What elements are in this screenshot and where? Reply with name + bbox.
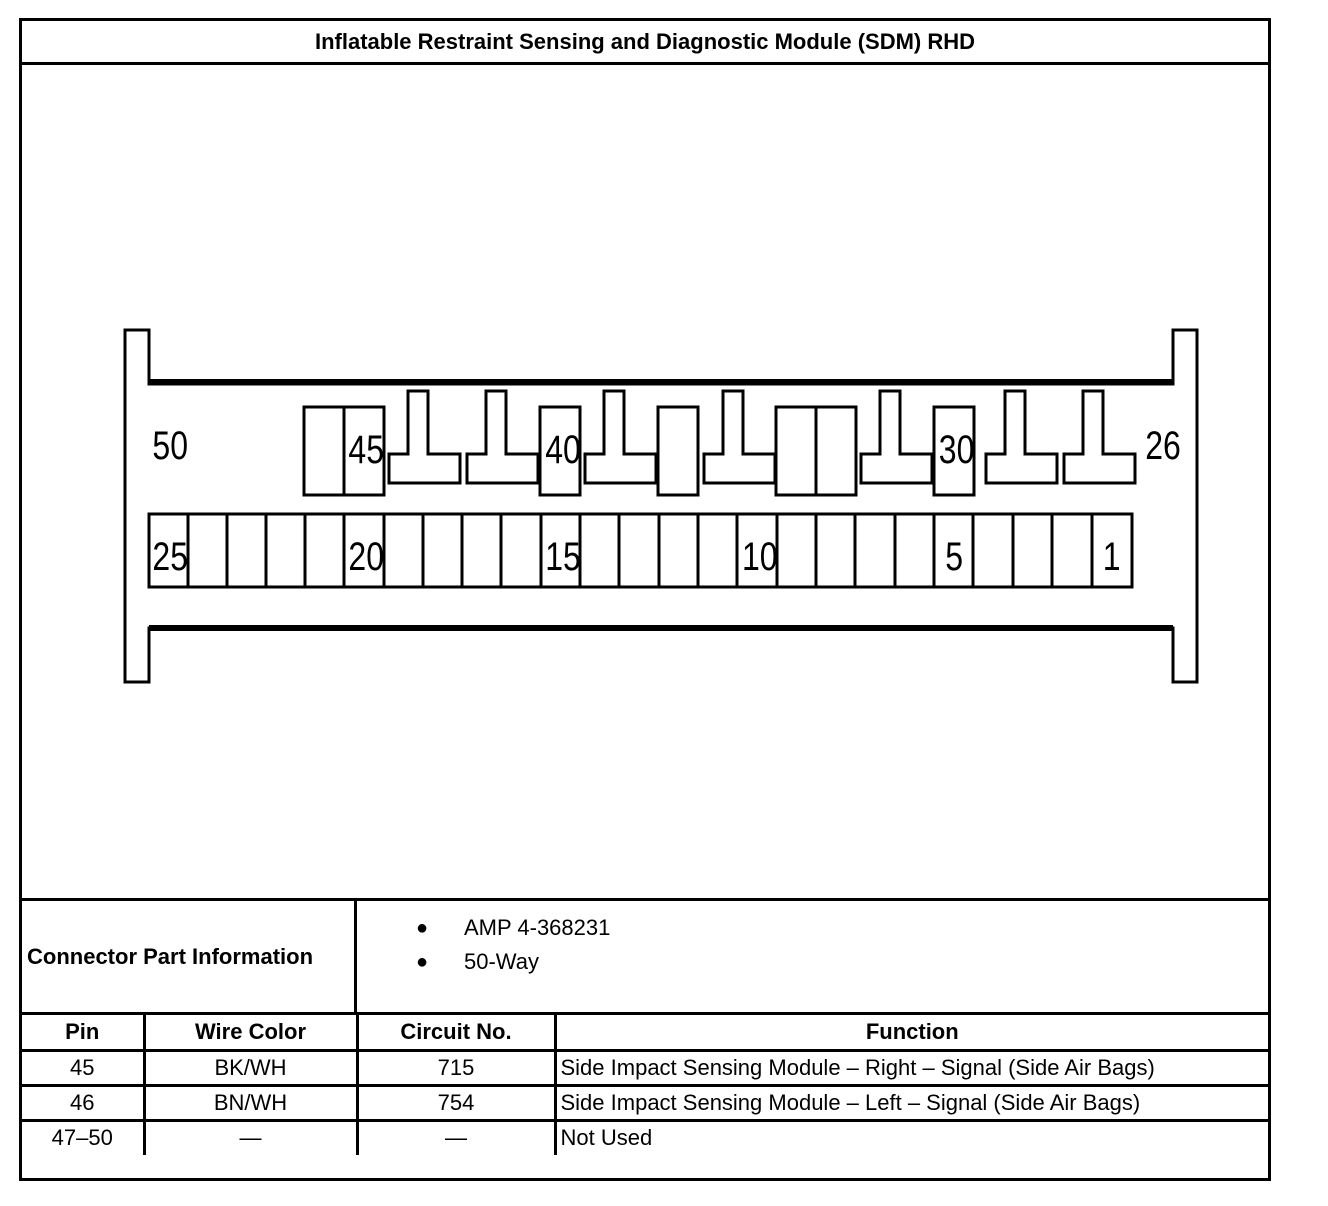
part-number: AMP 4-368231 <box>464 915 611 940</box>
cell-wire-color: BN/WH <box>142 1083 359 1122</box>
cell-circuit: 715 <box>355 1048 557 1087</box>
connector-diagram: 50 45 40 30 26 25 20 15 10 5 1 <box>22 65 1268 898</box>
part-info-label: Connector Part Information <box>22 901 357 1012</box>
table-row: 45 BK/WH 715 Side Impact Sensing Module … <box>22 1048 1268 1087</box>
connector-face-svg: 50 45 40 30 26 25 20 15 10 5 1 <box>123 328 1199 684</box>
cell-circuit: 754 <box>355 1083 557 1122</box>
cavity-40 <box>538 405 582 497</box>
pin-label-20: 20 <box>348 534 384 579</box>
t-cavity-6 <box>984 389 1059 485</box>
pin-label-5: 5 <box>945 534 963 579</box>
cell-circuit: — <box>355 1118 557 1155</box>
cavity-37 <box>656 405 700 497</box>
cell-wire-color: BK/WH <box>142 1048 359 1087</box>
cavity-30 <box>932 405 976 497</box>
pin-label-1: 1 <box>1103 534 1121 579</box>
connector-sheet: Inflatable Restraint Sensing and Diagnos… <box>19 18 1271 1181</box>
header-pin: Pin <box>22 1015 146 1052</box>
cell-function: Side Impact Sensing Module – Left – Sign… <box>553 1083 1268 1122</box>
t-cavity-1 <box>387 389 462 485</box>
cell-wire-color: — <box>142 1118 359 1155</box>
pin-label-30: 30 <box>939 427 975 472</box>
pin-label-26: 26 <box>1145 423 1181 468</box>
t-cavity-7 <box>1062 389 1137 485</box>
part-info-item: ● 50-Way <box>357 945 610 979</box>
header-function: Function <box>553 1015 1268 1052</box>
cavity-45 <box>342 405 386 497</box>
t-cavity-3 <box>583 389 658 485</box>
lower-cavity-row <box>147 512 1134 589</box>
cell-function: Not Used <box>553 1118 1268 1155</box>
bullet-icon: ● <box>416 917 429 939</box>
t-cavity-2 <box>465 389 540 485</box>
pin-label-15: 15 <box>545 534 581 579</box>
pin-label-25: 25 <box>152 534 188 579</box>
cell-function: Side Impact Sensing Module – Right – Sig… <box>553 1048 1268 1087</box>
connector-part-info: Connector Part Information ● AMP 4-368231… <box>22 898 1268 1015</box>
part-info-item: ● AMP 4-368231 <box>357 911 610 945</box>
table-row: 46 BN/WH 754 Side Impact Sensing Module … <box>22 1083 1268 1122</box>
cell-pin: 46 <box>22 1083 146 1122</box>
cavity-49 <box>302 405 346 497</box>
header-wire-color: Wire Color <box>142 1015 359 1052</box>
cavity-33 <box>814 405 858 497</box>
pin-label-50: 50 <box>152 423 188 468</box>
cell-pin: 47–50 <box>22 1118 146 1155</box>
pin-label-10: 10 <box>742 534 778 579</box>
cell-pin: 45 <box>22 1048 146 1087</box>
cavity-34 <box>774 405 818 497</box>
part-info-list: ● AMP 4-368231 ● 50-Way <box>357 911 610 979</box>
pin-label-40: 40 <box>545 427 581 472</box>
header-circuit: Circuit No. <box>355 1015 557 1052</box>
table-header-row: Pin Wire Color Circuit No. Function <box>22 1015 1268 1052</box>
table-row: 47–50 — — Not Used <box>22 1118 1268 1155</box>
pin-label-45: 45 <box>348 427 384 472</box>
t-cavity-5 <box>859 389 934 485</box>
t-cavity-4 <box>702 389 777 485</box>
sheet-title: Inflatable Restraint Sensing and Diagnos… <box>22 21 1268 65</box>
bullet-icon: ● <box>416 951 429 973</box>
way-count: 50-Way <box>464 949 539 974</box>
pin-table: Pin Wire Color Circuit No. Function 45 B… <box>22 1015 1268 1155</box>
